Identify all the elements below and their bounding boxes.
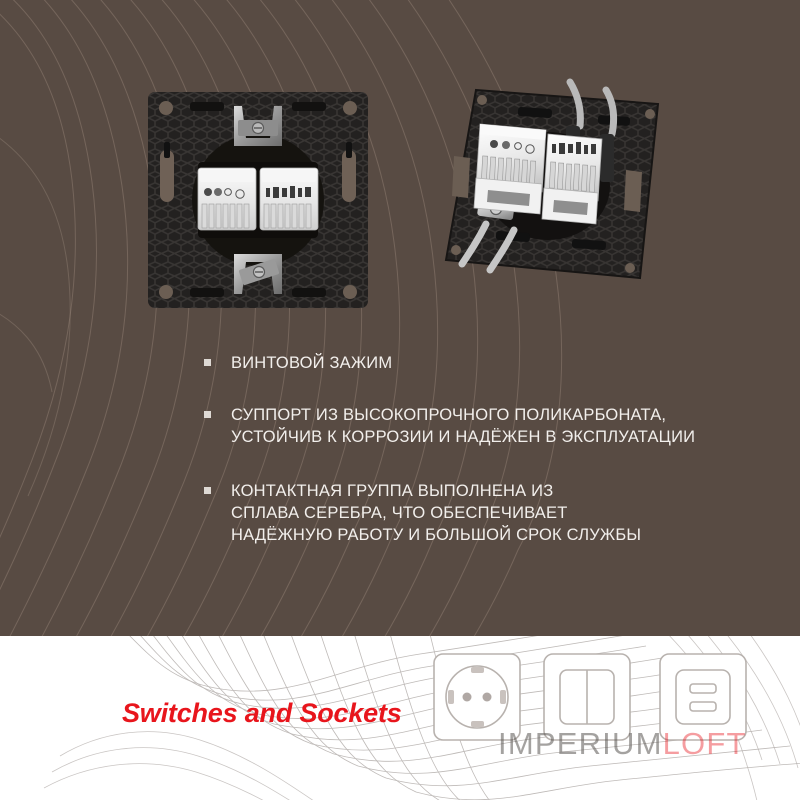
bullet-square-icon bbox=[204, 411, 211, 418]
brand-watermark: IMPERIUMLOFT bbox=[498, 726, 747, 762]
double-data-socket-icon bbox=[659, 653, 747, 741]
product-image-double-rj45-front bbox=[142, 84, 374, 316]
feature-item: ВИНТОВОЙ ЗАЖИМ bbox=[204, 352, 764, 374]
footer-product-icons bbox=[432, 648, 762, 748]
tagline: Switches and Sockets bbox=[122, 698, 402, 728]
product-image-double-rj45-angled bbox=[422, 72, 678, 304]
feature-line: КОНТАКТНАЯ ГРУППА ВЫПОЛНЕНА ИЗ bbox=[231, 482, 554, 500]
brand-name-secondary: LOFT bbox=[662, 726, 747, 761]
feature-line: УСТОЙЧИВ К КОРРОЗИИ И НАДЁЖЕН В ЭКСПЛУАТ… bbox=[231, 428, 696, 446]
feature-line: СПЛАВА СЕРЕБРА, ЧТО ОБЕСПЕЧИВАЕТ bbox=[231, 504, 568, 522]
schuko-socket-icon bbox=[433, 653, 521, 741]
feature-line: СУППОРТ ИЗ ВЫСОКОПРОЧНОГО ПОЛИКАРБОНАТА, bbox=[231, 406, 667, 424]
brand-name-primary: IMPERIUM bbox=[498, 726, 663, 761]
feature-text: СУППОРТ ИЗ ВЫСОКОПРОЧНОГО ПОЛИКАРБОНАТА,… bbox=[231, 404, 764, 448]
feature-text: КОНТАКТНАЯ ГРУППА ВЫПОЛНЕНА ИЗ СПЛАВА СЕ… bbox=[231, 480, 764, 546]
feature-item: СУППОРТ ИЗ ВЫСОКОПРОЧНОГО ПОЛИКАРБОНАТА,… bbox=[204, 404, 764, 448]
top-brown-panel: ВИНТОВОЙ ЗАЖИМ СУППОРТ ИЗ ВЫСОКОПРОЧНОГО… bbox=[0, 0, 800, 636]
feature-line: НАДЁЖНУЮ РАБОТУ И БОЛЬШОЙ СРОК СЛУЖБЫ bbox=[231, 526, 642, 544]
feature-text: ВИНТОВОЙ ЗАЖИМ bbox=[231, 352, 764, 374]
feature-line: ВИНТОВОЙ ЗАЖИМ bbox=[231, 354, 393, 372]
feature-list: ВИНТОВОЙ ЗАЖИМ СУППОРТ ИЗ ВЫСОКОПРОЧНОГО… bbox=[204, 352, 764, 572]
double-rocker-switch-icon bbox=[543, 653, 631, 741]
feature-item: КОНТАКТНАЯ ГРУППА ВЫПОЛНЕНА ИЗ СПЛАВА СЕ… bbox=[204, 480, 764, 546]
bullet-square-icon bbox=[204, 359, 211, 366]
bullet-square-icon bbox=[204, 487, 211, 494]
